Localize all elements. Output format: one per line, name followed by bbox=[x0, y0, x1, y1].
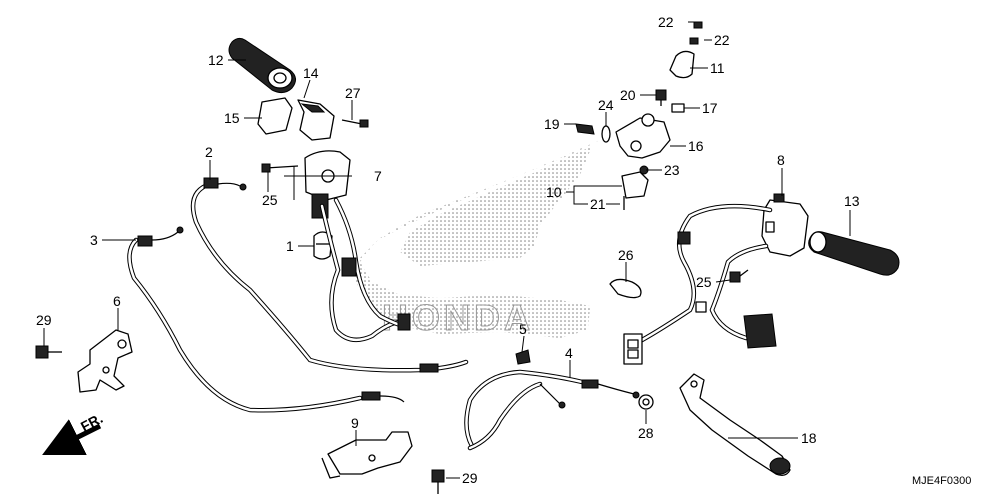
callout-24: 24 bbox=[598, 97, 614, 113]
bracket-part-9 bbox=[321, 431, 413, 479]
callout-22-top: 22 bbox=[658, 14, 674, 30]
bolt-part-29-bottom bbox=[431, 469, 445, 494]
callout-2: 2 bbox=[205, 144, 213, 160]
bolts-part-17-20 bbox=[655, 89, 685, 113]
bolt-part-19 bbox=[575, 123, 611, 143]
throttle-housing-part-14-15 bbox=[257, 97, 369, 141]
cable-part-3 bbox=[127, 226, 405, 413]
bracket-part-6 bbox=[77, 329, 133, 393]
leader-lines bbox=[43, 21, 851, 479]
callout-23: 23 bbox=[664, 162, 680, 178]
callout-14: 14 bbox=[303, 65, 319, 81]
right-switch-part-8 bbox=[761, 193, 809, 257]
front-direction-indicator: FR. bbox=[42, 410, 105, 455]
callout-25-left: 25 bbox=[262, 192, 278, 208]
callout-28: 28 bbox=[638, 425, 654, 441]
lever-holder-part-16 bbox=[615, 113, 671, 159]
clamp-part-1 bbox=[313, 231, 333, 260]
callout-3: 3 bbox=[90, 232, 98, 248]
callout-29-bottom: 29 bbox=[462, 470, 478, 486]
callout-26: 26 bbox=[618, 247, 634, 263]
callout-20: 20 bbox=[620, 87, 636, 103]
callout-11: 11 bbox=[710, 60, 725, 76]
callout-8: 8 bbox=[777, 152, 785, 168]
callout-4: 4 bbox=[565, 345, 573, 361]
bolt-part-29-left bbox=[35, 345, 62, 359]
callout-10: 10 bbox=[546, 184, 562, 200]
callout-16: 16 bbox=[688, 138, 704, 154]
switch-harness-wire bbox=[319, 197, 411, 343]
callout-1: 1 bbox=[286, 238, 294, 254]
callout-13: 13 bbox=[844, 193, 860, 209]
callout-22-mid: 22 bbox=[714, 32, 730, 48]
nut-part-28 bbox=[638, 394, 654, 410]
clamp-part-26 bbox=[609, 278, 642, 299]
callout-29-left: 29 bbox=[36, 312, 52, 328]
callout-12: 12 bbox=[208, 52, 224, 68]
callout-labels: 12 14 15 27 2 7 25 3 1 6 29 9 29 5 4 28 … bbox=[36, 14, 860, 486]
callout-6: 6 bbox=[113, 293, 121, 309]
callout-7: 7 bbox=[374, 168, 382, 184]
clutch-switch-part-10 bbox=[621, 165, 649, 210]
throttle-cable-part-2 bbox=[190, 177, 469, 373]
right-grip-part-13 bbox=[808, 231, 900, 276]
right-harness-wire bbox=[623, 203, 777, 365]
callout-27: 27 bbox=[345, 85, 361, 101]
honda-wing-watermark: HONDA bbox=[355, 140, 600, 339]
callout-18: 18 bbox=[801, 430, 817, 446]
front-direction-label: FR. bbox=[78, 410, 105, 435]
callout-9: 9 bbox=[351, 415, 359, 431]
callout-21: 21 bbox=[590, 196, 606, 212]
clutch-lever-part-18 bbox=[679, 373, 791, 476]
clip-part-5 bbox=[515, 349, 531, 365]
diagram-code: MJE4F0300 bbox=[912, 475, 971, 487]
callout-25-right: 25 bbox=[696, 274, 712, 290]
clutch-cable-part-4 bbox=[464, 369, 640, 451]
throttle-grip-part-12 bbox=[228, 37, 296, 94]
callout-19: 19 bbox=[544, 116, 560, 132]
holder-cap-part-11 bbox=[669, 21, 703, 79]
callout-17: 17 bbox=[702, 100, 718, 116]
callout-15: 15 bbox=[224, 110, 240, 126]
callout-5: 5 bbox=[519, 321, 527, 337]
